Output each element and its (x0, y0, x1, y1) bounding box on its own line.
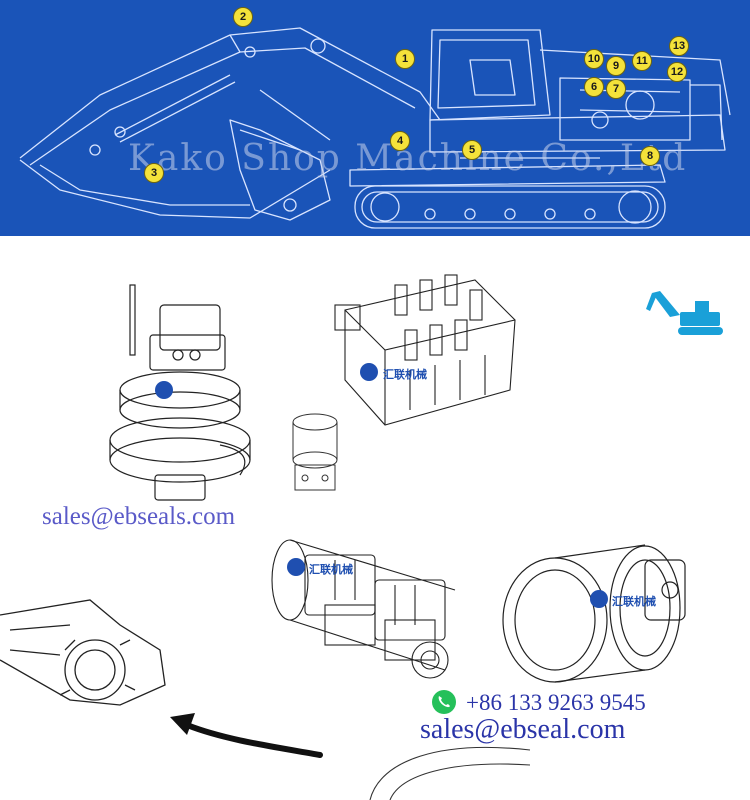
travel-motor-drawing (502, 544, 686, 683)
hydraulic-pump-drawing (271, 539, 456, 679)
brand-logo-icon (360, 363, 378, 381)
callout-5: 5 (462, 140, 482, 160)
callout-13: 13 (669, 36, 689, 56)
callout-2: 2 (233, 7, 253, 27)
pilot-valve-drawing (292, 413, 338, 491)
callout-4: 4 (390, 131, 410, 151)
callout-6: 6 (584, 77, 604, 97)
callout-11: 11 (632, 51, 652, 71)
gear-shaft-drawing (0, 599, 166, 706)
callout-10: 10 (584, 49, 604, 69)
phone-number[interactable]: +86 133 9263 9545 (466, 690, 646, 715)
control-valve-drawing (334, 274, 516, 426)
whatsapp-icon (432, 690, 456, 714)
brand-label: 汇联机械 (383, 368, 427, 381)
brand-logo-icon (287, 558, 305, 576)
brand-logo-icon (155, 381, 173, 399)
swing-motor-drawing (109, 284, 251, 501)
excavator-line-drawing (19, 27, 731, 229)
callout-7: 7 (606, 79, 626, 99)
brand-label: 汇联机械 (612, 595, 656, 608)
callout-8: 8 (640, 146, 660, 166)
email-bottom[interactable]: sales@ebseal.com (420, 714, 626, 745)
excavator-icon (646, 291, 723, 335)
arrow-icon (170, 713, 323, 758)
email-top[interactable]: sales@ebseals.com (42, 503, 236, 530)
ring-gear-drawing (369, 746, 531, 800)
callout-3: 3 (144, 163, 164, 183)
callout-1: 1 (395, 49, 415, 69)
excavator-diagram-banner: Kako Shop Machine Co.,Ltd 1 2 3 4 5 6 7 … (0, 0, 750, 236)
brand-label: 汇联机械 (309, 563, 353, 576)
brand-logo-icon (590, 590, 608, 608)
callout-12: 12 (667, 62, 687, 82)
callout-9: 9 (606, 56, 626, 76)
